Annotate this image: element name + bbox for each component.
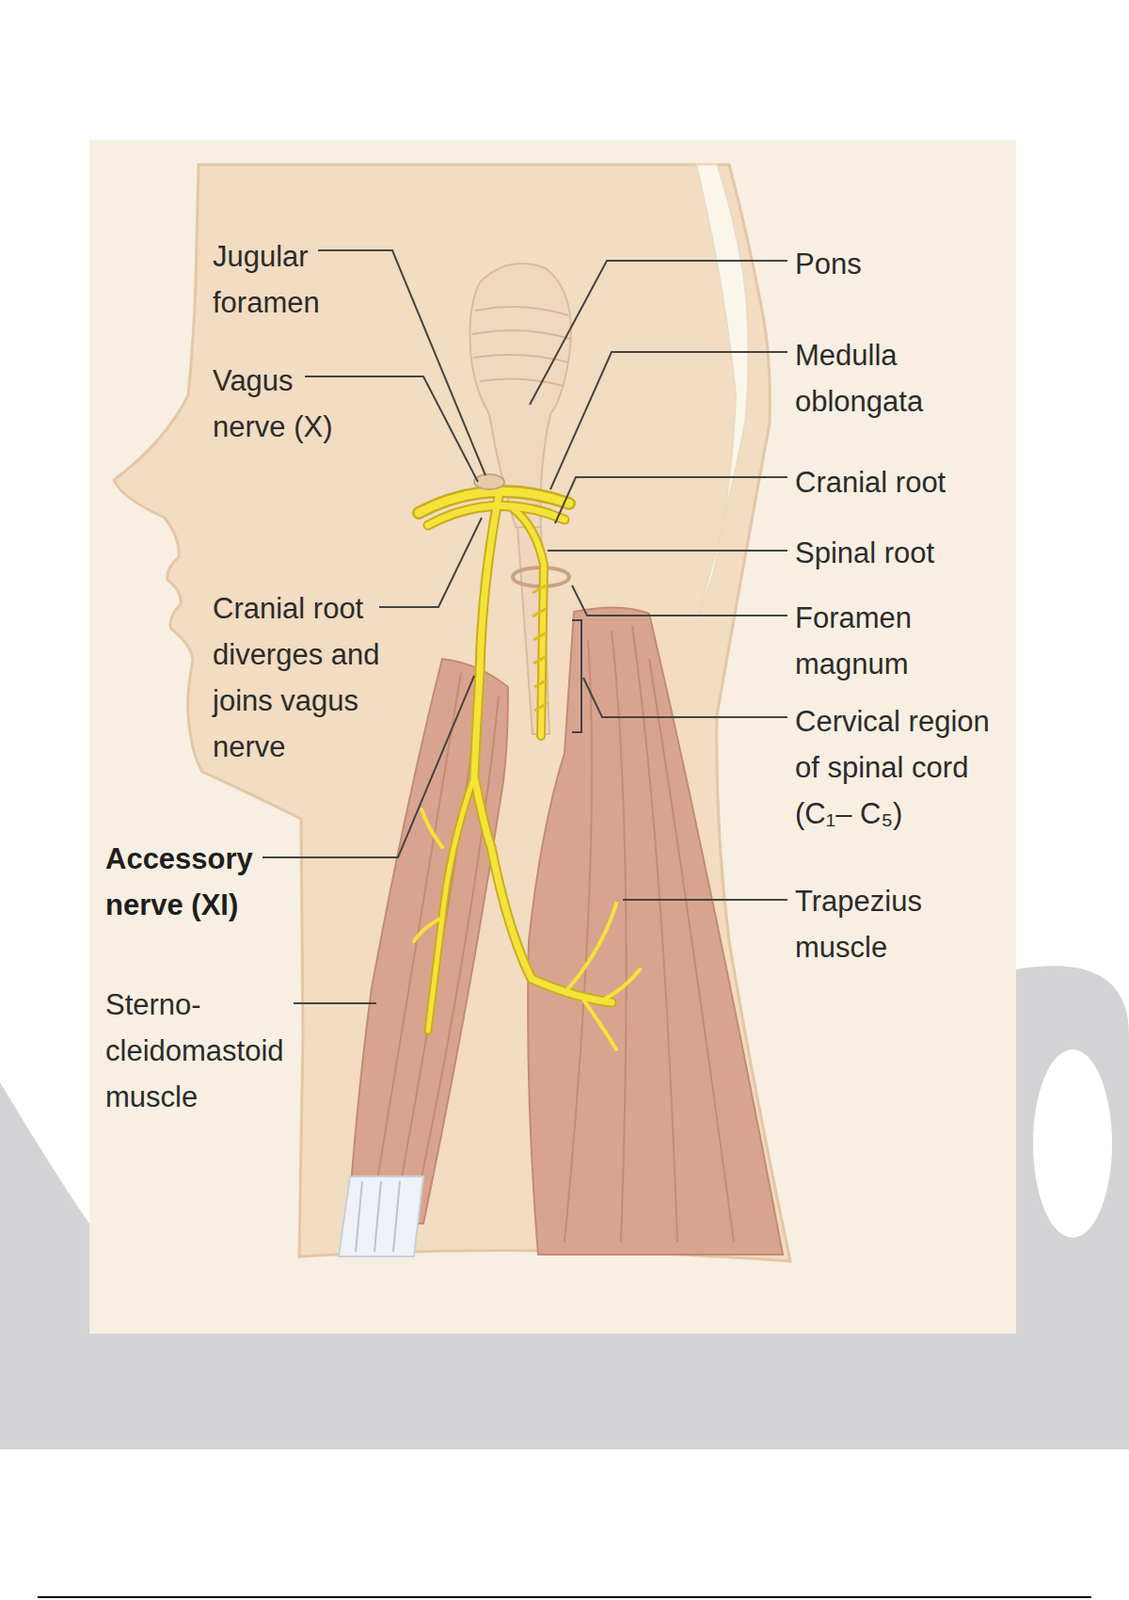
rootlet — [534, 679, 548, 687]
skull-bone — [696, 164, 749, 621]
tendon — [338, 1176, 424, 1257]
nerve-twig — [602, 969, 640, 1001]
accessory-nerve-branch — [428, 776, 475, 1031]
nerve-outlines — [418, 491, 612, 1031]
label-holder: Cranial root diverges and joins vagus ne… — [212, 585, 401, 770]
part-label: Foramen magnum — [795, 594, 941, 687]
part-label: Medulla oblongata — [795, 332, 955, 425]
label-holder: Cervical region of spinal cord (C₁– C₅) — [795, 698, 998, 837]
label-holder: Medulla oblongata — [795, 332, 955, 425]
watermark-shape — [1016, 965, 1129, 1334]
rootlet — [534, 702, 548, 711]
sternocleidomastoid-muscle — [348, 658, 509, 1224]
muscle-fibre — [413, 696, 499, 1214]
nerves — [413, 491, 640, 1050]
label-holder: Spinal root — [795, 529, 935, 576]
rootlet — [533, 632, 547, 640]
leader-line — [572, 585, 788, 616]
leader-line — [583, 677, 788, 717]
pons-ridge — [479, 378, 563, 386]
nerve-twig — [564, 903, 617, 993]
bracket — [572, 620, 582, 732]
part-label: Sterno- cleidomastoid muscle — [105, 981, 313, 1120]
tendon-fibre — [393, 1180, 400, 1252]
leader-line — [293, 1001, 377, 1004]
part-label: Spinal root — [795, 529, 935, 576]
label-holder: Foramen magnum — [795, 594, 941, 687]
panel-background — [89, 140, 1017, 1334]
leader-line — [547, 549, 788, 552]
page-rule — [37, 1595, 1092, 1598]
rootlet — [532, 585, 546, 593]
nerve-twig — [421, 809, 443, 847]
rootlet — [532, 608, 546, 617]
part-label: Pons — [795, 240, 984, 287]
muscle-fibres — [564, 625, 734, 1242]
muscle-fibre — [395, 677, 482, 1214]
watermark-shape — [0, 1081, 90, 1334]
nerve-twig — [583, 999, 617, 1050]
spinal-root — [512, 508, 544, 736]
muscle-fibre — [632, 625, 678, 1242]
watermark-band — [0, 1333, 1129, 1449]
leader-line — [555, 477, 788, 524]
accessory-nerve — [474, 491, 612, 1002]
rootlets — [532, 585, 548, 711]
label-holder: Cranial root — [795, 459, 946, 506]
accessory-nerve — [474, 491, 612, 1002]
trapezius-muscle — [527, 606, 783, 1255]
leader-line — [379, 517, 482, 607]
part-label: Jugular foramen — [212, 233, 354, 326]
part-label: Vagus nerve (X) — [212, 357, 354, 450]
tendon-fibre — [355, 1180, 363, 1252]
spinal-root — [512, 508, 544, 736]
muscle-fibre — [564, 639, 592, 1242]
rootlet — [533, 655, 547, 664]
leader-lines — [262, 250, 788, 1003]
pons-ridge — [472, 330, 571, 339]
label-holder: Vagus nerve (X) — [212, 357, 354, 450]
jugular-foramen — [474, 474, 505, 490]
nerve-label: Accessory nerve (XI) — [105, 835, 275, 928]
part-label: Cranial root diverges and joins vagus ne… — [212, 585, 401, 770]
nerve-twig — [413, 917, 443, 941]
accessory-nerve-branch — [428, 776, 475, 1031]
leader-line — [529, 260, 788, 405]
muscle-fibre — [371, 672, 462, 1214]
leader-line — [318, 250, 486, 476]
head-outline — [113, 164, 791, 1261]
watermark-hole — [1033, 1049, 1113, 1238]
tendon-fibres — [355, 1180, 400, 1252]
leader-line — [622, 898, 788, 901]
tendon-fibre — [374, 1180, 382, 1252]
label-holder: Sterno- cleidomastoid muscle — [105, 981, 313, 1120]
label-holder: Jugular foramen — [212, 233, 354, 326]
pons-ridge — [475, 306, 569, 316]
part-label: Cervical region of spinal cord (C₁– C₅) — [795, 698, 998, 837]
label-holder: Accessory nerve (XI) — [105, 835, 275, 928]
muscle-fibre — [611, 630, 627, 1242]
label-holder: Pons — [795, 240, 984, 287]
muscle-fibre — [649, 658, 734, 1242]
label-holder: Trapezius muscle — [795, 877, 946, 970]
leader-line — [550, 351, 788, 490]
part-label: Cranial root — [795, 459, 946, 506]
pons-ridges — [472, 306, 571, 386]
part-label: Trapezius muscle — [795, 877, 946, 970]
